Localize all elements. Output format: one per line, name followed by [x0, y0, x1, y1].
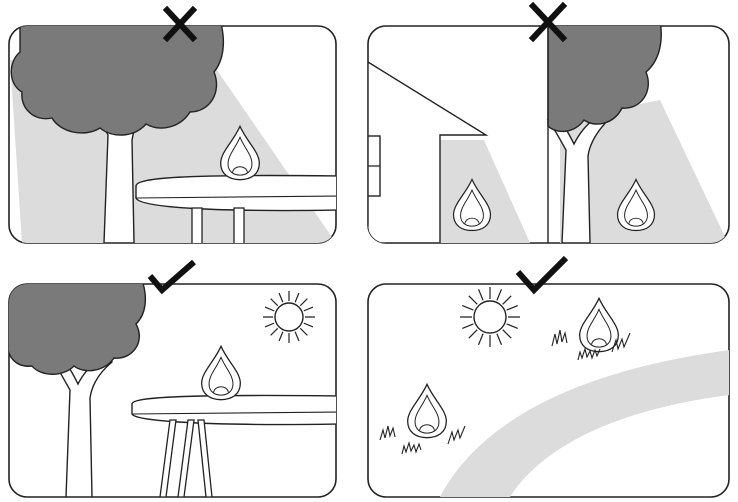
table-top — [132, 395, 340, 424]
sun-icon — [460, 287, 520, 347]
panel-house-tree-shade — [368, 20, 729, 243]
table-leg — [192, 208, 202, 244]
panel-sunny-table — [5, 280, 340, 497]
panel-tree-shade-table — [9, 20, 340, 244]
sun-icon — [263, 291, 315, 343]
panel-sunny-lawn — [368, 284, 730, 497]
table-leg — [234, 208, 244, 244]
table-top — [136, 175, 340, 210]
